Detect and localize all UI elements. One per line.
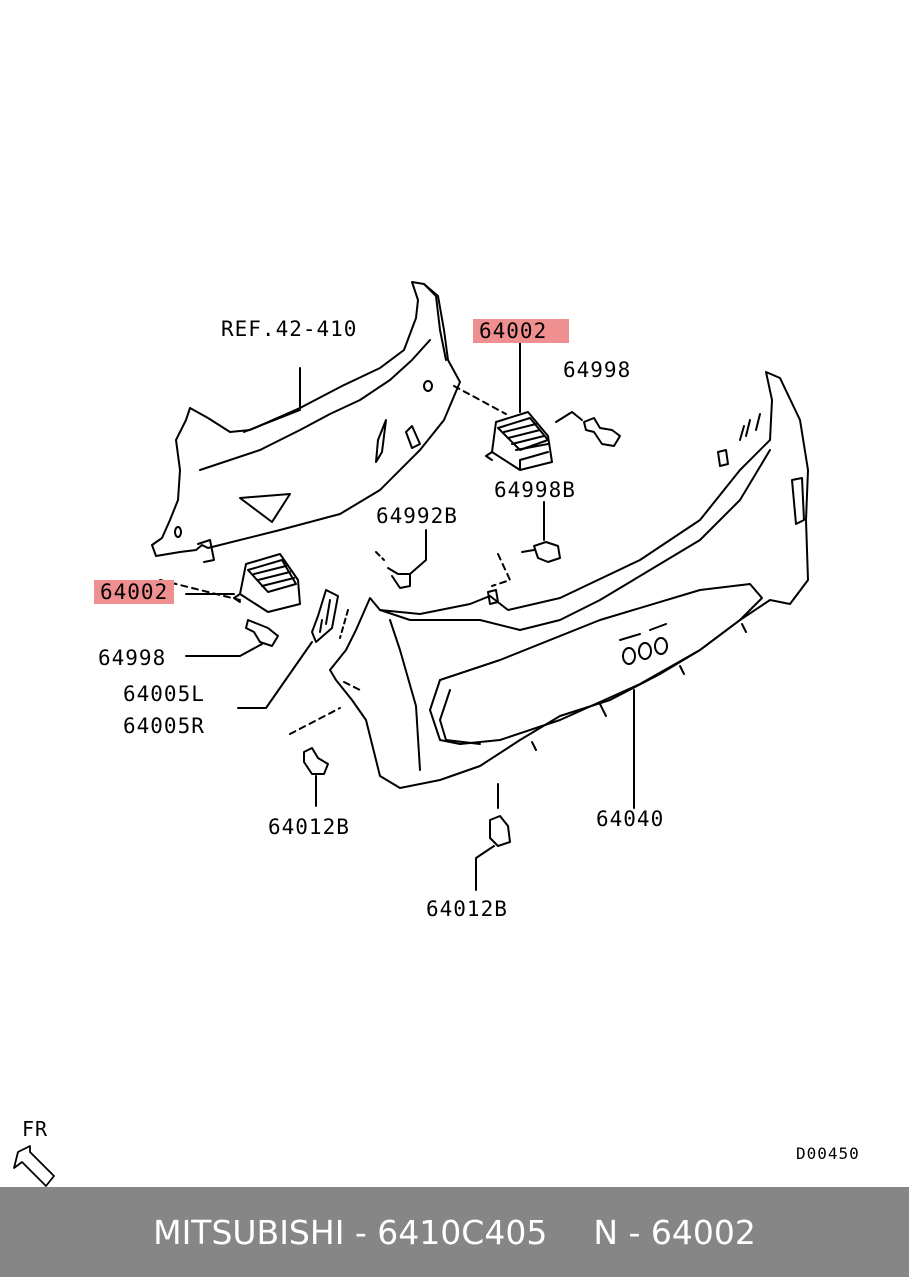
label-64998-left[interactable]: 64998 (98, 646, 167, 670)
label-64012b-left[interactable]: 64012B (268, 815, 350, 839)
drawing-code: D00450 (796, 1144, 860, 1163)
label-64992b[interactable]: 64992B (376, 504, 458, 528)
body-panel (152, 282, 460, 562)
label-64998-top[interactable]: 64998 (563, 358, 632, 382)
top-part-64002 (454, 342, 552, 470)
footer-brand-part: MITSUBISHI - 6410C405 (153, 1212, 548, 1252)
clip-64012b-left (290, 708, 340, 806)
rear-bumper-64040 (330, 372, 808, 808)
screw-64992b (376, 530, 426, 588)
clip-64012b-bottom (476, 816, 510, 890)
direction-label: FR (22, 1117, 49, 1141)
bracket-64005 (238, 590, 348, 708)
label-64002-left[interactable]: 64002 (94, 580, 175, 604)
label-64040[interactable]: 64040 (596, 807, 665, 831)
label-64005l[interactable]: 64005L (123, 682, 205, 706)
label-64005r[interactable]: 64005R (123, 714, 205, 738)
bolt-64998-left (186, 620, 278, 656)
fr-arrow-icon (14, 1146, 54, 1186)
label-64002-top[interactable]: 64002 (473, 319, 570, 343)
footer-bar: MITSUBISHI - 6410C405 N - 64002 (0, 1187, 909, 1277)
bolt-64998-top (556, 412, 620, 446)
footer-ref-number: N - 64002 (593, 1212, 756, 1252)
parts-diagram (0, 0, 909, 1187)
bolt-64998b-top (492, 502, 560, 586)
label-ref-42-410: REF.42-410 (221, 317, 358, 341)
label-64012b-bottom[interactable]: 64012B (426, 897, 508, 921)
left-part-64002 (160, 554, 300, 612)
label-64998b[interactable]: 64998B (494, 478, 576, 502)
